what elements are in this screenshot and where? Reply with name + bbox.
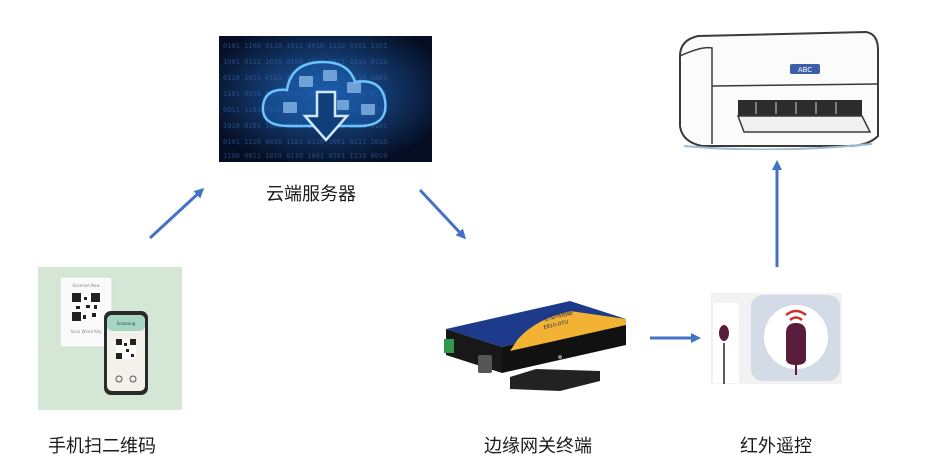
gateway-model-text: E810-DTU xyxy=(543,319,569,331)
svg-text:1100 0011 1010 0110 1001 0101: 1100 0011 1010 0110 1001 0101 1110 0010 xyxy=(223,152,387,160)
cloud-server-label: 云端服务器 xyxy=(266,184,356,205)
arrow-phone-to-cloud xyxy=(148,187,205,240)
svg-text:1001 0111 1010 0100 1101 0011: 1001 0111 1010 0100 1101 0011 1010 0110 xyxy=(223,58,387,66)
phone-qr-image: Scanned Now Scan Wired Key Scanning xyxy=(38,267,182,410)
svg-text:0101 1100 0110 1011 0010 1110: 0101 1100 0110 1011 0010 1110 0101 1101 xyxy=(223,42,387,50)
edge-gateway-image: 亿佰特物联 E810-DTU xyxy=(440,295,630,395)
phone-qr-label: 手机扫二维码 xyxy=(48,436,156,457)
ir-remote-label: 红外遥控 xyxy=(740,436,812,457)
air-conditioner-image: ABC xyxy=(672,26,884,150)
card-top-text: Scanned Now xyxy=(72,283,100,288)
phone-screen-title: Scanning xyxy=(117,321,136,326)
arrow-cloud-to-gateway xyxy=(418,188,467,240)
svg-text:0101 1110 0010 1101 0110 1001: 0101 1110 0010 1101 0110 1001 0111 1010 xyxy=(223,138,387,146)
cloud-server-image: 0101 1100 0110 1011 0010 1110 0101 1101 … xyxy=(219,36,432,162)
ir-remote-image xyxy=(711,293,842,384)
ac-brand-text: ABC xyxy=(798,66,812,74)
edge-gateway-label: 边缘网关终端 xyxy=(484,436,592,457)
card-bottom-text: Scan Wired Key xyxy=(70,329,102,334)
